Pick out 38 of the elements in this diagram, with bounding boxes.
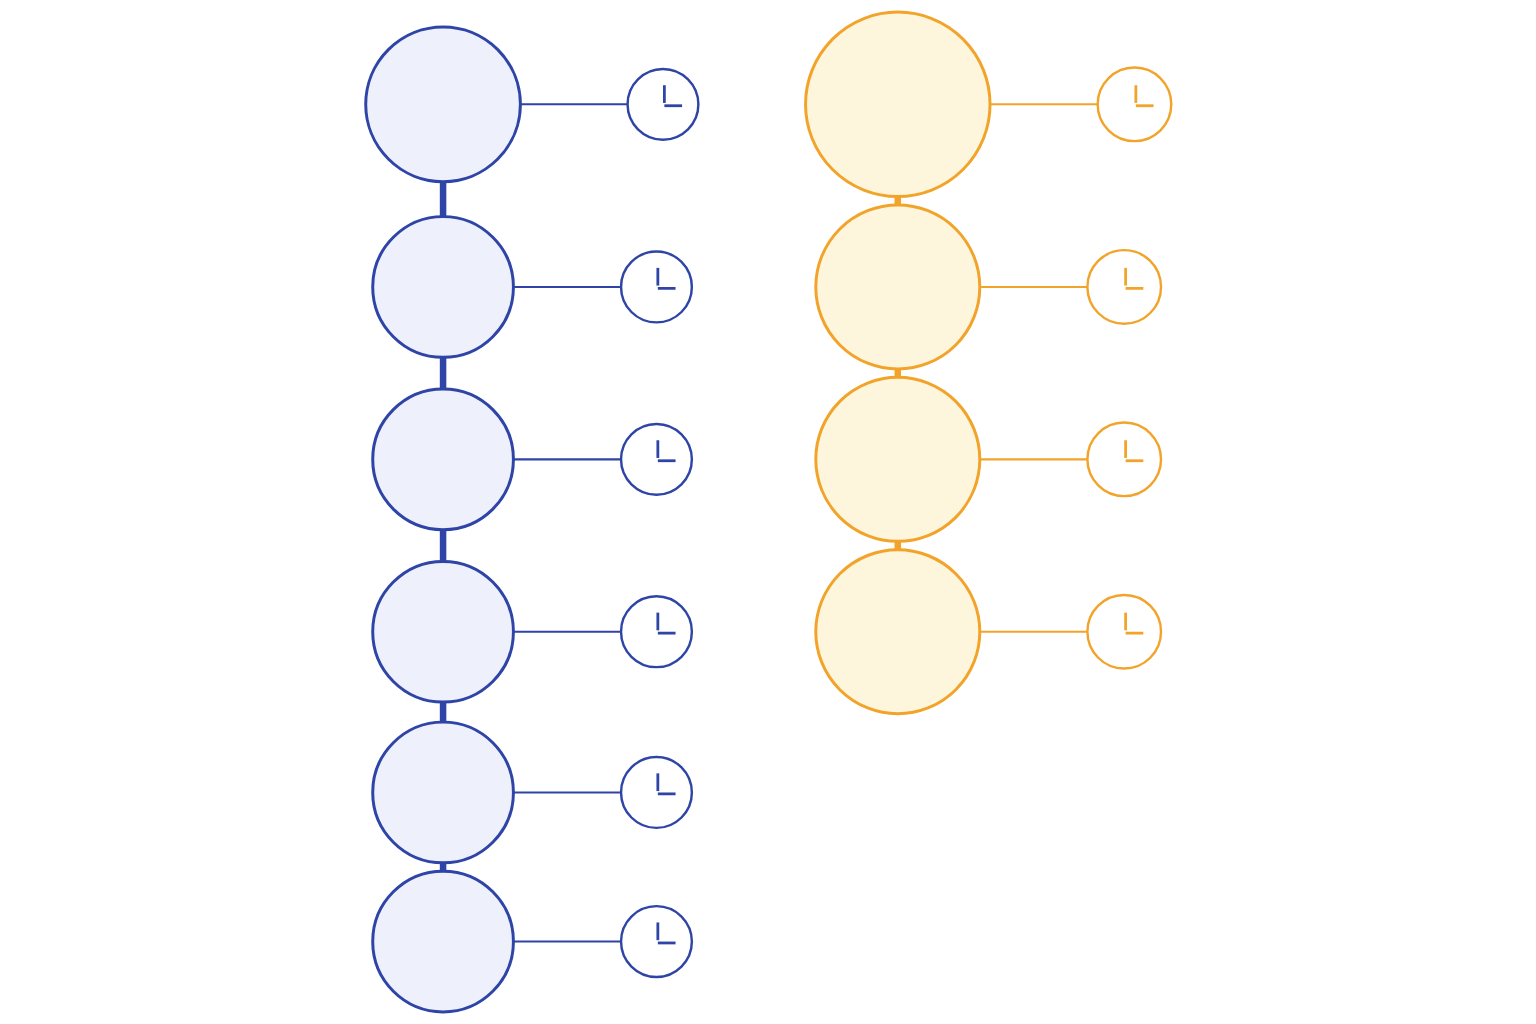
node-clock [1085,593,1162,670]
connector [894,369,901,378]
node-circle [813,548,981,716]
connector [439,863,446,872]
connector [439,181,446,217]
connector [513,791,621,794]
node-clock [619,250,693,324]
node-circle [803,10,992,199]
node-circle [813,375,981,543]
connector [979,458,1087,461]
node-clock [1085,248,1162,325]
node-circle [370,720,515,865]
node-clock [1095,66,1172,143]
node-circle [370,559,515,704]
node-circle [370,215,515,359]
connector [894,196,901,205]
connector [989,103,1098,106]
connector [979,285,1087,288]
node-clock [619,904,693,979]
node-clock [1085,421,1162,498]
connector [979,630,1087,633]
node-clock [625,67,700,141]
connector [520,103,627,106]
node-circle [370,387,515,532]
node-circle [363,25,522,184]
connector [513,940,621,943]
connector [439,529,446,562]
connector [513,285,621,288]
connector [513,458,621,461]
connector [513,630,621,633]
node-clock [619,422,693,496]
node-clock [619,755,693,830]
node-circle [813,203,981,371]
node-circle [370,869,515,1014]
node-clock [619,595,693,669]
connector [439,357,446,389]
connector [439,702,446,722]
connector [894,541,901,550]
